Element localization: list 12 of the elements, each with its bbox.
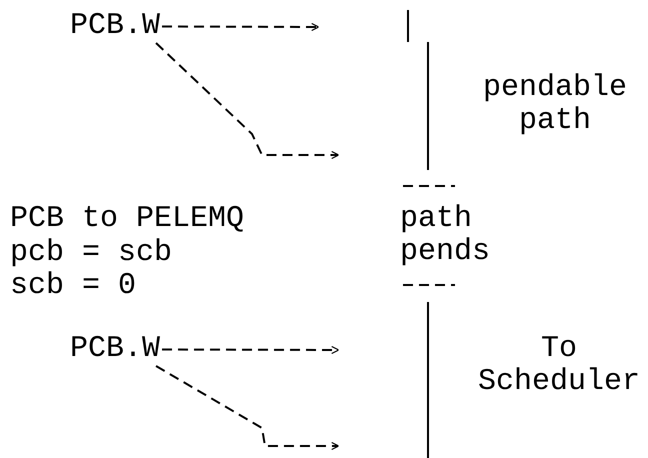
state-text: path pends: [400, 203, 500, 269]
note-text: scb = 0: [10, 270, 138, 303]
arrow: [156, 365, 340, 450]
arrow: [155, 42, 340, 160]
arrow: [162, 346, 340, 354]
process-name: PCB.W: [70, 10, 160, 43]
arrow: [162, 22, 320, 32]
region-label: pendable path: [482, 72, 628, 138]
note-text: PCB to PELEMQ: [10, 203, 246, 236]
process-name: PCB.W: [70, 333, 160, 366]
note-text: pcb = scb: [10, 237, 174, 270]
region-label: To Scheduler: [476, 333, 642, 399]
